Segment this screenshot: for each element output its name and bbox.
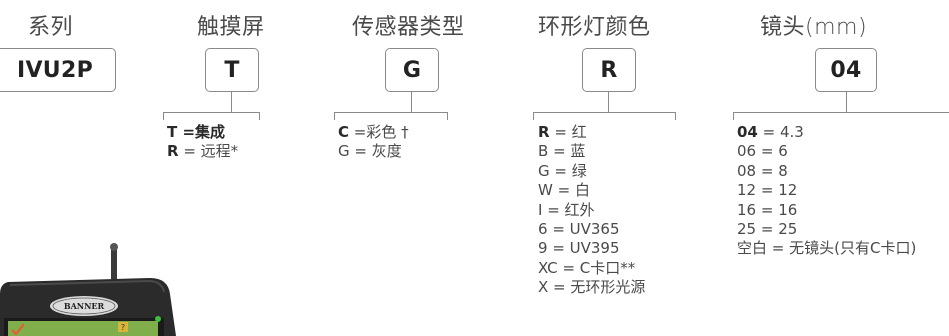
option-item: 06 = 6 [737, 142, 788, 161]
status-led-icon [155, 316, 161, 322]
connector-tick [733, 112, 735, 120]
sensor-device-illustration: BANNER ? [0, 243, 176, 336]
code-sensor-type: G [402, 57, 422, 83]
option-item: 6 = UV365 [538, 220, 620, 239]
brand-logo [50, 296, 118, 316]
option-item: G = 绿 [538, 161, 587, 180]
header-ring-light-color: 环形灯颜色 [538, 15, 651, 40]
option-item: 25 = 25 [737, 220, 798, 239]
connector-bar-touchscreen [163, 112, 260, 114]
connector-tick [447, 112, 449, 120]
code-lens: 04 [830, 57, 862, 83]
code-box-lens: 04 [815, 48, 877, 92]
connector-tick [675, 112, 677, 120]
option-item: X = 无环形光源 [538, 278, 646, 297]
code-box-ring-light: R [582, 48, 636, 92]
brand-text: BANNER [64, 301, 105, 311]
option-item: XC = C卡口** [538, 258, 636, 277]
code-series: IVU2P [16, 57, 93, 83]
option-item: 08 = 8 [737, 161, 788, 180]
connector-tick [334, 112, 336, 120]
option-item: C =彩色 † [338, 123, 409, 141]
option-item: G = 灰度 [338, 142, 402, 161]
options-sensor-type: C =彩色 † G = 灰度 [338, 123, 409, 162]
option-item: 16 = 16 [737, 200, 798, 219]
connector-stem-ring-light [608, 92, 610, 112]
connector-tick [163, 112, 165, 120]
svg-text:?: ? [121, 323, 125, 332]
options-touchscreen: T =集成 R = 远程* [167, 123, 238, 162]
connector-bar-lens [733, 112, 949, 114]
connector-tick [533, 112, 535, 120]
code-ring-light: R [600, 57, 618, 83]
code-box-sensor-type: G [385, 48, 439, 92]
option-item: 9 = UV395 [538, 239, 620, 258]
connector-stem-lens [846, 92, 848, 112]
option-item: R = 红 [538, 123, 587, 141]
code-box-series: IVU2P [0, 48, 116, 92]
antenna-icon [111, 244, 117, 284]
option-item: 空白 = 无镜头(只有C卡口) [737, 239, 917, 258]
options-lens: 04 = 4.3 06 = 6 08 = 8 12 = 12 16 = 16 2… [737, 123, 916, 259]
header-lens: 镜头(mm) [760, 15, 868, 40]
options-ring-light: R = 红 B = 蓝 G = 绿 W = 白 I = 红外 6 = UV365… [538, 123, 645, 298]
header-series: 系列 [28, 15, 74, 40]
check-icon [11, 323, 25, 336]
connector-bar-ring-light [533, 112, 676, 114]
option-item: T =集成 [167, 123, 226, 141]
option-item: I = 红外 [538, 200, 595, 219]
header-touchscreen: 触摸屏 [197, 15, 265, 40]
option-item: 12 = 12 [737, 181, 798, 200]
code-box-touchscreen: T [205, 48, 259, 92]
code-touchscreen: T [224, 57, 240, 83]
option-item: 04 = 4.3 [737, 123, 804, 141]
help-icon [118, 322, 128, 332]
option-item: B = 蓝 [538, 142, 586, 161]
option-item: R = 远程* [167, 142, 239, 161]
connector-stem-touchscreen [231, 92, 233, 112]
connector-bar-sensor-type [334, 112, 448, 114]
connector-tick [259, 112, 261, 120]
header-sensor-type: 传感器类型 [352, 15, 465, 40]
option-item: W = 白 [538, 181, 590, 200]
connector-stem-sensor-type [411, 92, 413, 112]
